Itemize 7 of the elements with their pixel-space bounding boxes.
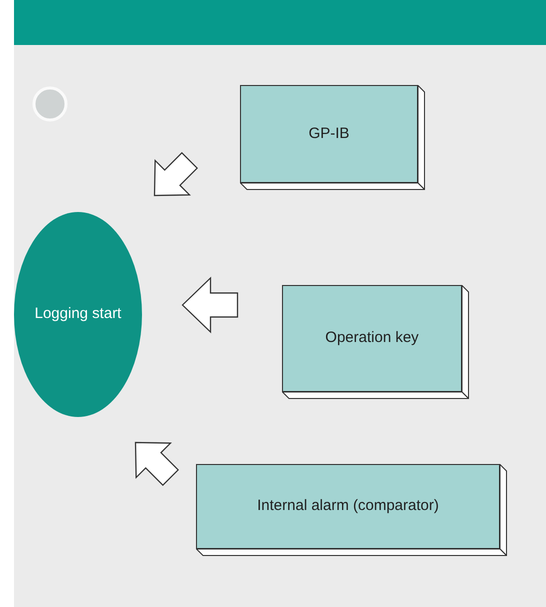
- block-arrow: [154, 152, 198, 196]
- block-label: Operation key: [325, 328, 419, 348]
- block-label: Internal alarm (comparator): [257, 496, 439, 516]
- ellipse-label: Logging start: [34, 304, 122, 324]
- block-arrow: [182, 276, 238, 334]
- block-label: GP-IB: [308, 124, 350, 144]
- block-arrow: [134, 442, 179, 486]
